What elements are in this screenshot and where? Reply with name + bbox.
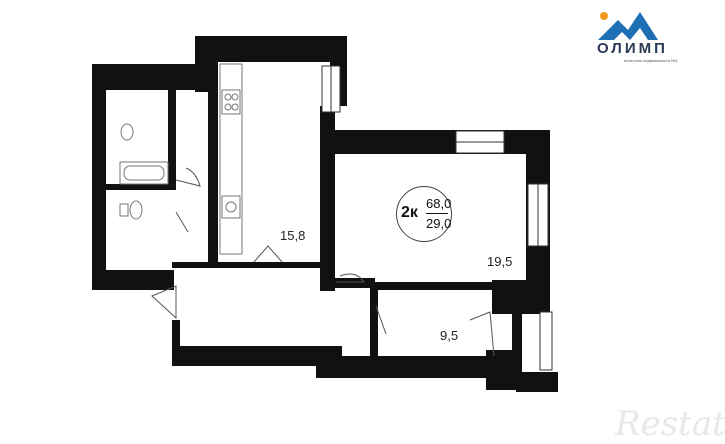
total-area: 68,0	[426, 196, 452, 211]
living-room-area: 19,5	[487, 254, 513, 269]
logo-tagline: агентство недвижимости №1	[624, 58, 678, 63]
bathroom-fixtures	[119, 123, 169, 220]
doors	[151, 167, 495, 357]
living-area: 29,0	[426, 216, 452, 231]
bedroom-area: 9,5	[440, 328, 459, 343]
kitchen-area: 15,8	[280, 228, 306, 243]
room-count: 2к	[401, 204, 418, 221]
area-badge	[396, 186, 452, 242]
badge-divider	[426, 213, 448, 214]
kitchen-fixtures	[219, 63, 243, 255]
logo-name: ОЛИМП	[597, 40, 668, 57]
olimp-logo	[598, 12, 658, 40]
watermark: Restate	[615, 404, 725, 444]
windows	[321, 65, 553, 371]
